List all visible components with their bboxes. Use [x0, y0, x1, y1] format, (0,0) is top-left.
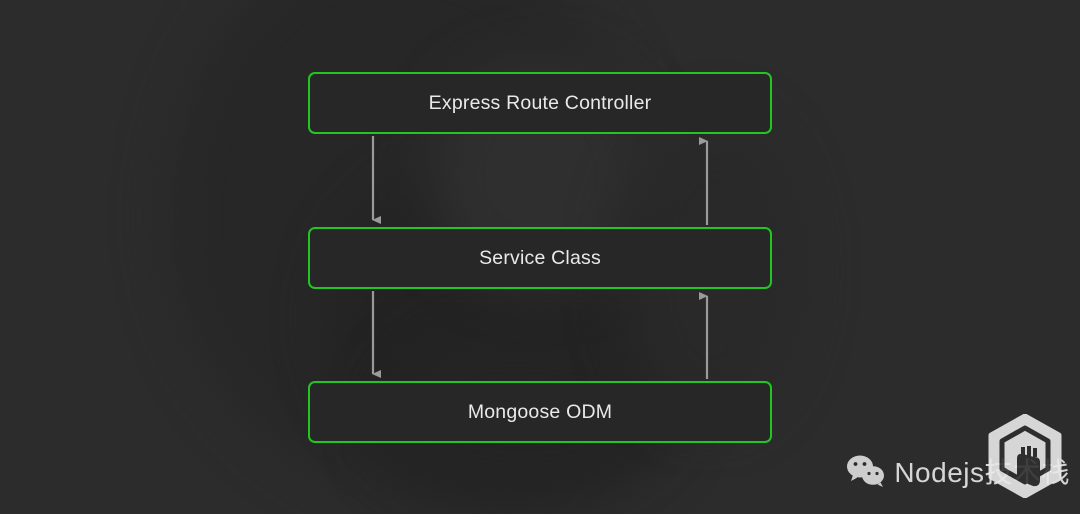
nodejs-hexagon-logo-icon — [986, 413, 1064, 499]
node-label: Mongoose ODM — [467, 400, 613, 423]
wechat-icon — [846, 454, 886, 488]
node-label: Service Class — [479, 246, 601, 269]
node-label: Express Route Controller — [428, 91, 652, 114]
watermark: Nodejs技术栈 — [846, 413, 1070, 500]
node-express-route-controller[interactable]: Express Route Controller — [308, 72, 772, 134]
node-mongoose-odm[interactable]: Mongoose ODM — [308, 381, 772, 443]
node-service-class[interactable]: Service Class — [308, 227, 772, 289]
